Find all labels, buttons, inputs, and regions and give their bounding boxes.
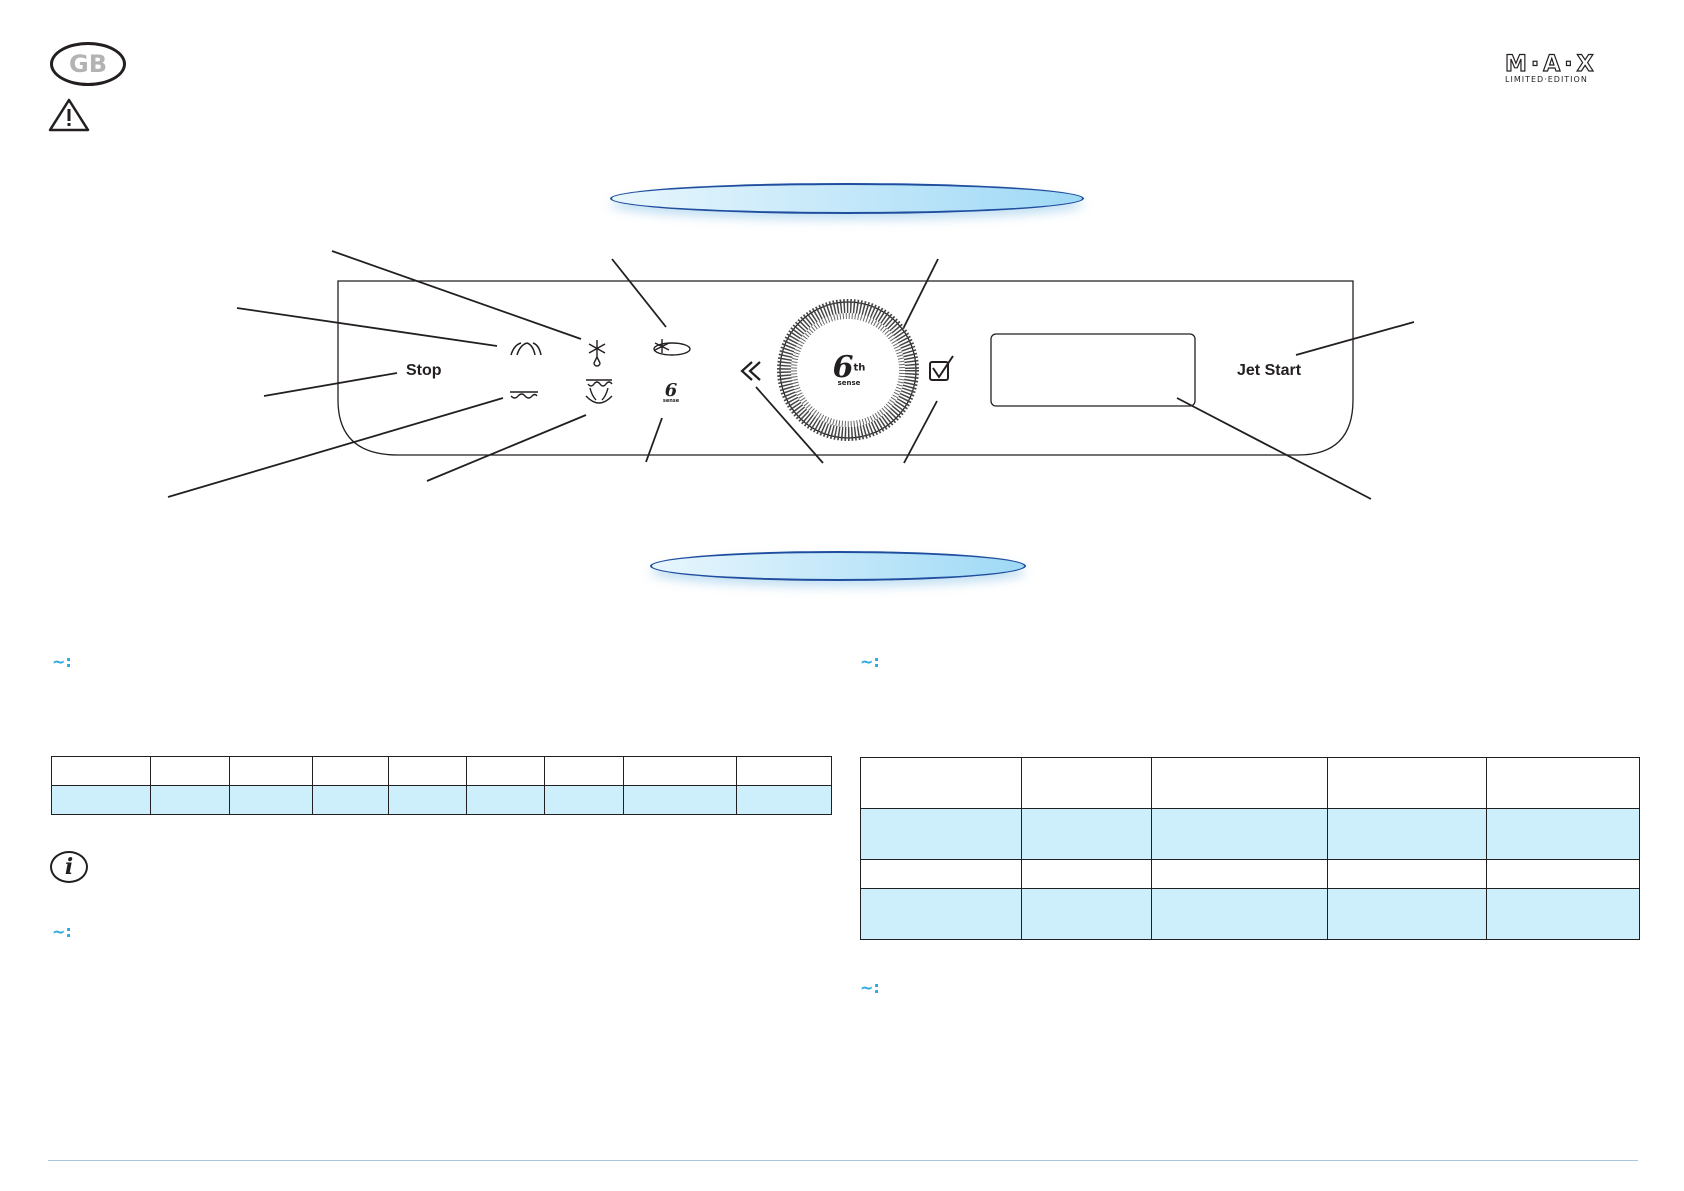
- callout-pill-top: [610, 183, 1084, 214]
- section-bullet-icon: ~:: [860, 978, 880, 997]
- country-badge: GB: [50, 42, 126, 86]
- table-row: [51, 785, 832, 815]
- brand-logo: M·A·X LIMITED·EDITION: [1504, 51, 1598, 84]
- crisp-icon: [510, 342, 542, 356]
- sixth-sense-dial-logo: 6th sense: [832, 350, 866, 387]
- table-row: [860, 757, 1640, 809]
- table-row: [860, 808, 1640, 860]
- table-row: [51, 756, 832, 786]
- sixth-sense-icon[interactable]: 6 sense: [662, 380, 680, 404]
- table-row: [860, 859, 1640, 889]
- display-window: [990, 333, 1196, 407]
- table-row: [860, 888, 1640, 940]
- section-bullet-icon: ~:: [52, 652, 72, 671]
- jet-start-button[interactable]: Jet Start: [1237, 362, 1302, 379]
- defrost-icon: [588, 340, 606, 367]
- footer-divider: [48, 1160, 1638, 1161]
- crisp-grill-icon: [585, 379, 613, 404]
- callout-lines: [167, 250, 1415, 500]
- bread-defrost-icon: [653, 339, 691, 356]
- info-icon: i: [50, 851, 88, 883]
- back-icon: [740, 361, 761, 381]
- callout-pill-bottom: [650, 551, 1026, 581]
- table-left: [51, 756, 832, 815]
- section-bullet-icon: ~:: [860, 652, 880, 671]
- ok-check-icon: [929, 355, 954, 381]
- stop-button[interactable]: Stop: [406, 362, 442, 379]
- grill-icon: [510, 391, 538, 399]
- section-bullet-icon: ~:: [52, 922, 72, 941]
- table-right: [860, 757, 1640, 940]
- warning-triangle-icon: [48, 98, 90, 132]
